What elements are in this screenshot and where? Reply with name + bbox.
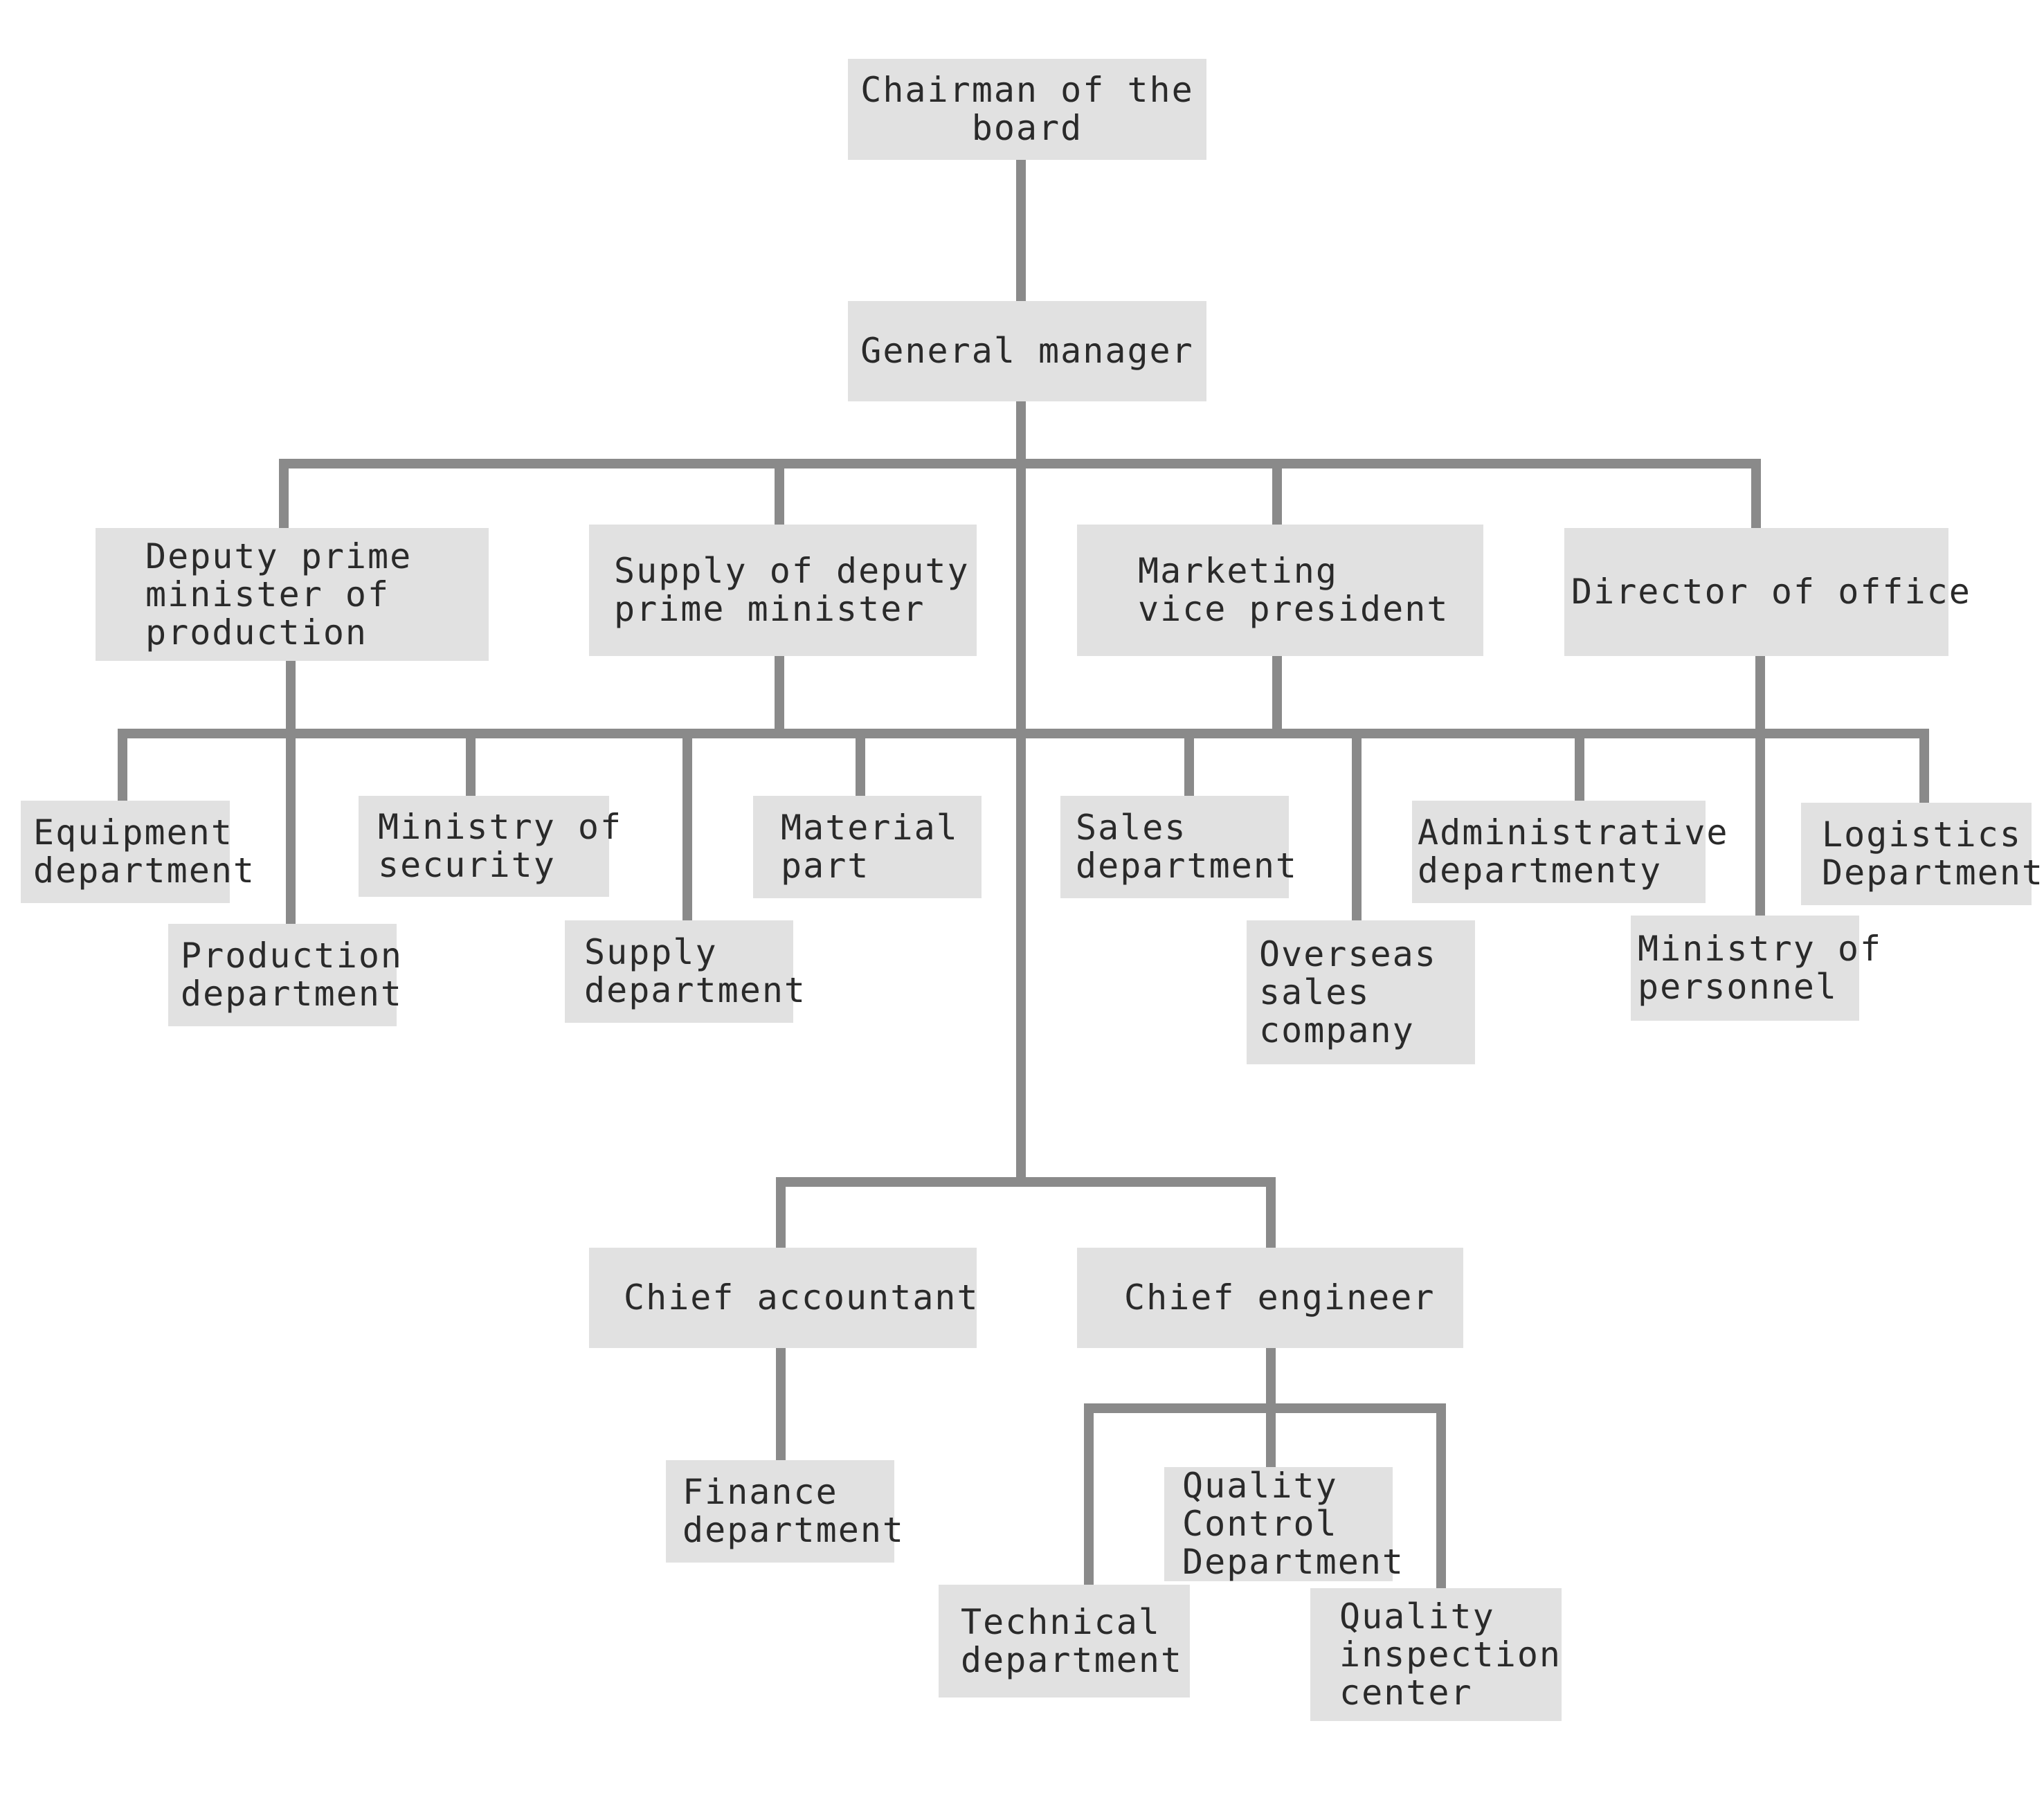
node-quality-inspection-center: Quality inspection center — [1310, 1588, 1562, 1721]
node-ministry-of-security: Ministry of security — [359, 796, 621, 897]
node-supply-deputy: Supply of deputy prime minister — [589, 525, 977, 656]
node-production-department: Production department — [168, 924, 401, 1026]
node-quality-control-department: Quality Control Department — [1164, 1467, 1403, 1581]
node-material-part: Material part — [753, 796, 982, 898]
node-logistics-department: Logistics Department — [1801, 803, 2043, 905]
node-chairman: Chairman of the board — [848, 59, 1206, 160]
node-general-manager: General manager — [848, 301, 1206, 401]
node-marketing-vp: Marketing vice president — [1077, 525, 1483, 656]
node-equipment-department: Equipment department — [21, 801, 254, 903]
node-sales-department: Sales department — [1060, 796, 1296, 898]
node-ministry-of-personnel: Ministry of personnel — [1631, 916, 1881, 1021]
node-chief-engineer: Chief engineer — [1077, 1248, 1463, 1348]
node-overseas-sales-company: Overseas sales company — [1247, 920, 1475, 1064]
node-administrative-department: Administrative departmenty — [1412, 801, 1727, 903]
node-chief-accountant: Chief accountant — [589, 1248, 978, 1348]
node-supply-department: Supply department — [565, 920, 805, 1023]
node-director-office: Director of office — [1564, 528, 1970, 656]
node-finance-department: Finance department — [666, 1460, 903, 1563]
node-deputy-production: Deputy prime minister of production — [96, 528, 489, 661]
node-technical-department: Technical department — [939, 1585, 1190, 1698]
